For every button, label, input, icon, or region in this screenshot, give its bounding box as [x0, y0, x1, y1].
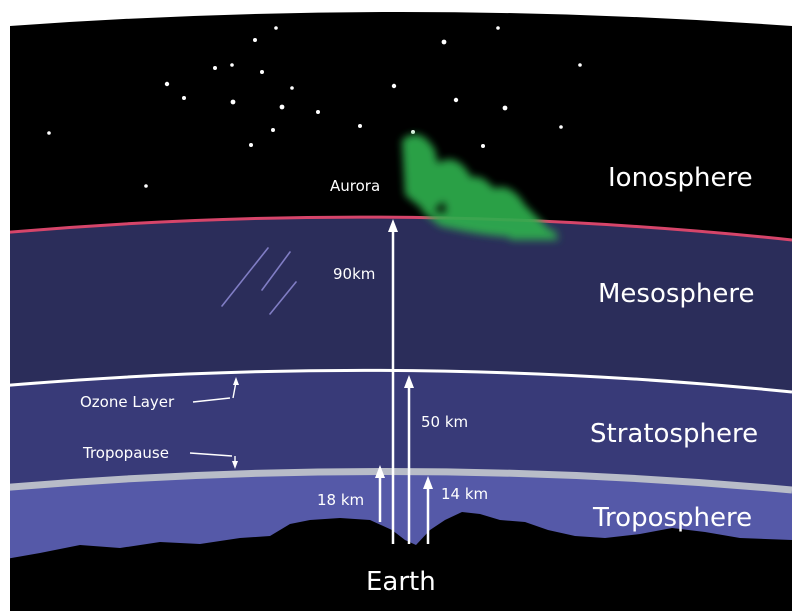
earth-silhouette: [10, 512, 792, 611]
troposphere-label: Troposphere: [592, 503, 752, 533]
height-label-14km: 14 km: [441, 485, 488, 503]
stratosphere-label: Stratosphere: [590, 419, 758, 449]
meteor-streaks: [221, 247, 297, 315]
height-arrows: [375, 219, 433, 544]
aurora-label: Aurora: [330, 177, 380, 195]
aurora-glow: [402, 134, 560, 240]
height-label-90km: 90km: [333, 265, 375, 283]
earth-label: Earth: [366, 567, 436, 597]
leader-lines: [189, 377, 239, 469]
ozone-boundary-line: [10, 368, 792, 394]
height-label-50km: 50 km: [421, 413, 468, 431]
ionosphere-label: Ionosphere: [608, 163, 753, 193]
height-label-18km: 18 km: [317, 491, 364, 509]
ozone-layer-label: Ozone Layer: [80, 393, 175, 411]
ionosphere-boundary-line: [10, 215, 792, 242]
tropopause-label: Tropopause: [82, 444, 169, 462]
tropopause-boundary-line: [10, 467, 792, 494]
mesosphere-label: Mesosphere: [598, 279, 755, 309]
stars: [47, 26, 582, 188]
